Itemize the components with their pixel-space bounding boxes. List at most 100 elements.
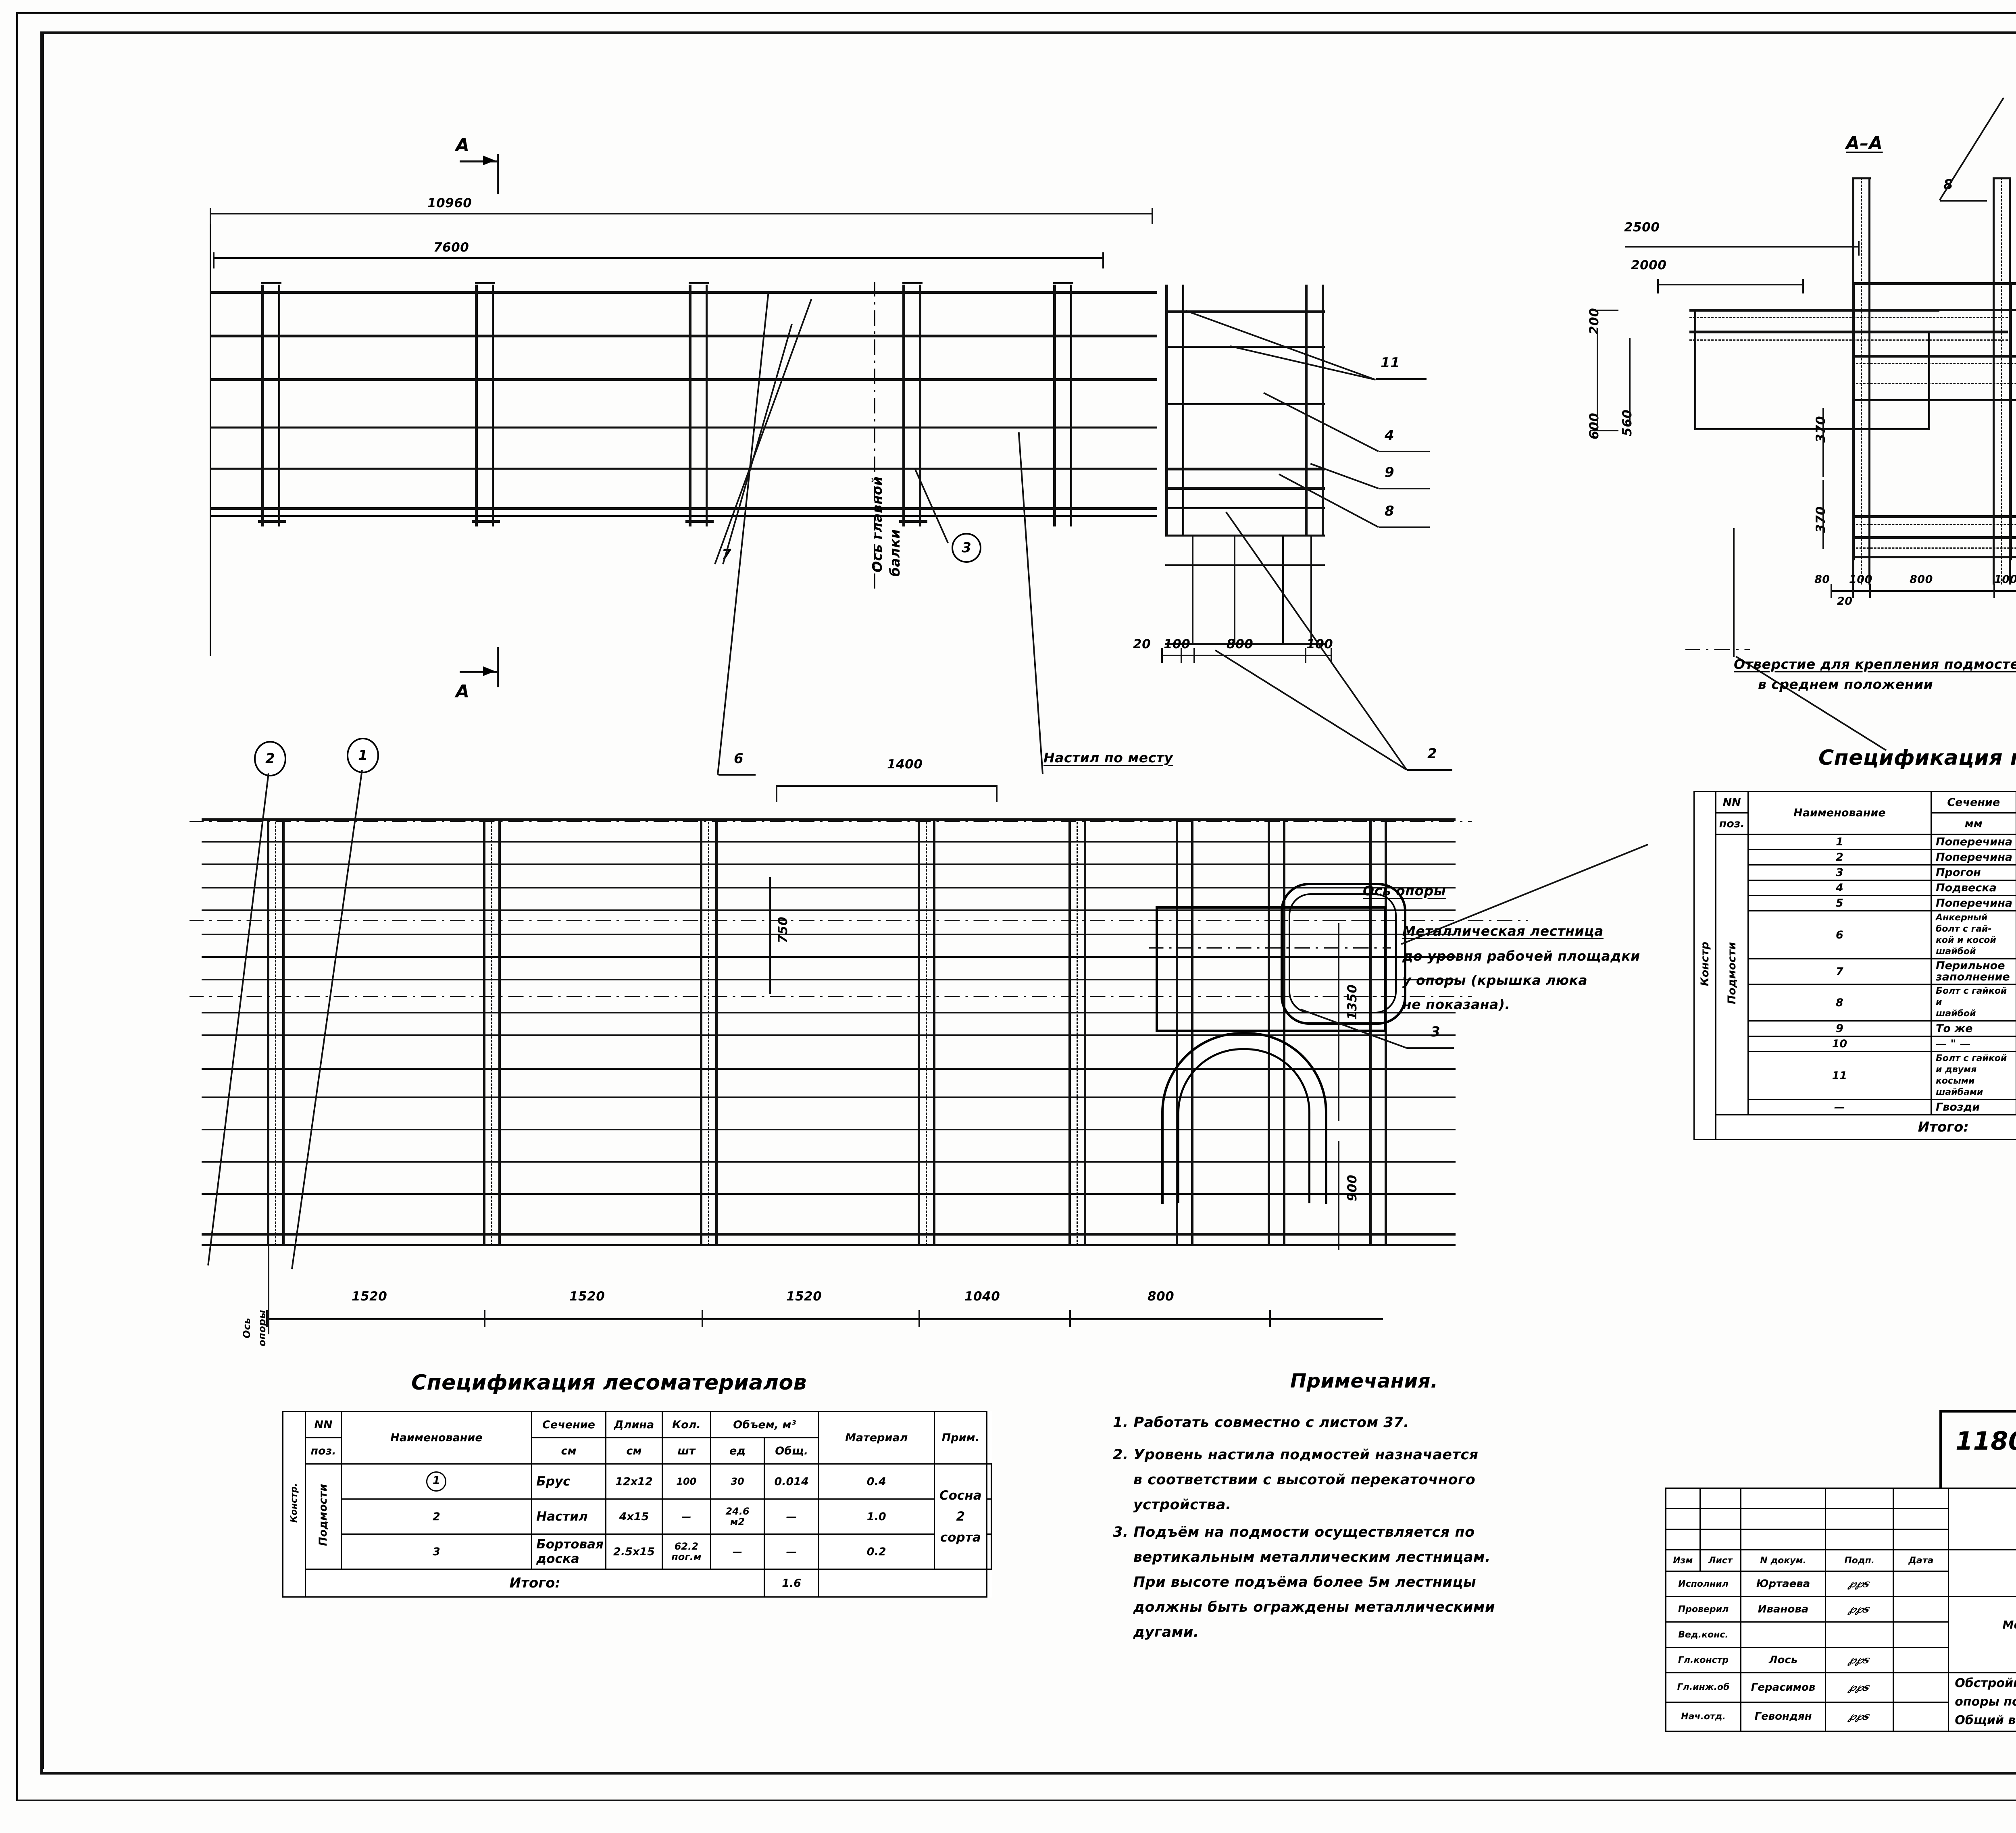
section-dim-200-top xyxy=(1590,310,1618,311)
metal-cell-name: То же xyxy=(1931,1020,2016,1037)
lumber-total-label: Итого: xyxy=(305,1569,765,1598)
tb-list xyxy=(1699,1488,1742,1509)
lumber-cell-name: Брус xyxy=(531,1463,606,1500)
binding-edge xyxy=(40,31,44,1769)
section-dim-2500-tick xyxy=(1858,241,1860,256)
plan-callout-2: 2 xyxy=(1427,746,1437,762)
plan-note-ladder-line3: у опоры (крышка люка xyxy=(1402,972,1588,988)
section-girder-top-dash xyxy=(1689,317,2008,318)
plan-note-deck: Настил по месту xyxy=(1043,750,1173,766)
metal-cell-pos: 11 xyxy=(1747,1051,1932,1100)
tb-rev-cell xyxy=(1740,1529,1826,1550)
section-girder-bottom xyxy=(1694,428,1928,430)
elevation-callout-4-bar xyxy=(1379,451,1430,452)
plan-support-axis-line xyxy=(1331,920,1379,921)
plan-dim-750: 750 xyxy=(776,916,790,943)
elevation-bottom-dim-t5 xyxy=(1331,648,1332,663)
plan-bottom-tick-0 xyxy=(266,1310,268,1327)
tb-role-name: Герасимов xyxy=(1740,1672,1826,1703)
metal-cell-pos: 1 xyxy=(1747,834,1932,850)
signature-mark: ℘℘ѕ xyxy=(1847,1710,1872,1723)
elevation-post-base-4 xyxy=(899,520,927,523)
plan-note-ladder-line2: до уровня рабочей площадки xyxy=(1402,948,1640,964)
tb-role-row: Нач.отд.Гевондян℘℘ѕ xyxy=(1665,1701,2016,1732)
tb-role-date xyxy=(1893,1701,1949,1732)
section-bottom-dim-80: 80 xyxy=(1814,573,1830,586)
notes-title: Примечания. xyxy=(1290,1370,1438,1392)
plan-callout-3: 3 xyxy=(1431,1024,1441,1040)
lumber-cell-note xyxy=(986,1533,992,1570)
section-mast-l-cap xyxy=(1852,177,1871,179)
metal-cell-name: Поперечина xyxy=(1931,849,2016,866)
metal-side-group-text: Подмости xyxy=(1725,942,1738,1005)
section-bottom-tick-4 xyxy=(1993,584,1995,598)
tb-rev-cell xyxy=(1699,1508,1742,1530)
section-girder-web-bottom xyxy=(1689,331,2008,333)
elevation-post-base-2 xyxy=(472,520,500,523)
section-mast-r-outer xyxy=(1993,177,1995,585)
lumber-total-row: Итого:1.6 xyxy=(283,1569,991,1598)
metal-cell-pos: — xyxy=(1747,1099,1932,1115)
plan-callout-3-bar xyxy=(1407,1047,1454,1049)
metal-cell-name: Поперечина xyxy=(1931,834,2016,850)
section-dim-600: 600 xyxy=(1587,412,1602,439)
metal-cell-pos: 4 xyxy=(1747,880,1932,896)
lumber-hdr-length-unit: см xyxy=(605,1437,663,1465)
section-scaffold-deck xyxy=(1852,309,2016,311)
elevation-bottom-dim-t1 xyxy=(1161,648,1163,663)
section-mark-a-top: A xyxy=(456,135,470,156)
lumber-hdr-volume-unit: ед xyxy=(710,1437,765,1465)
plan-deck-l2 xyxy=(202,863,1456,865)
tb-role-signature: ℘℘ѕ xyxy=(1825,1672,1894,1703)
metal-table-row: 3ПрогонС14130002160.0320 xyxy=(1694,864,2016,881)
plan-bottom-dim-1520b: 1520 xyxy=(569,1289,605,1304)
lumber-cell-vol-unit: 0.014 xyxy=(764,1463,819,1500)
section-dim-2500-line xyxy=(1625,246,1859,248)
lumber-hdr-name: Наименование xyxy=(340,1411,533,1465)
lumber-spec-title: Спецификация лесоматериалов xyxy=(411,1371,807,1395)
sheet-outer-frame xyxy=(16,12,2016,1801)
section-scaffold-dash-b xyxy=(1852,383,2016,384)
plan-deck-l8 xyxy=(202,1012,1456,1013)
elevation-bottom-dim-t2 xyxy=(1181,648,1182,663)
tb-role-label: Гл.констр xyxy=(1665,1647,1742,1673)
section-scaffold-mid xyxy=(1852,399,2016,401)
section-dim-200: 200 xyxy=(1587,308,1602,335)
tb-rev-cell xyxy=(1893,1508,1949,1530)
section-dim-560: 560 xyxy=(1620,409,1635,436)
metal-table-row: 2ПоперечинаС144700457.8231 xyxy=(1694,849,2016,866)
metal-header-row-2: поз.ммммштед.общ. xyxy=(1694,812,2016,835)
tb-rev-cell xyxy=(1825,1529,1894,1550)
section-dim-370-lower: 370 xyxy=(1814,506,1828,533)
tb-role-label: Вед.конс. xyxy=(1665,1621,1742,1648)
plan-deck-l3 xyxy=(202,887,1456,888)
lumber-hdr-qty-unit: шт xyxy=(661,1437,711,1465)
tb-role-date xyxy=(1893,1596,1949,1623)
lumber-cell-section: 2.5x15 xyxy=(605,1533,663,1570)
metal-table-row: Подмости1ПоперечинаС144700757.8405ВСт3 п… xyxy=(1694,834,2016,1115)
metal-cell-pos: 8 xyxy=(1747,984,1932,1022)
metal-hdr-section: Сечение xyxy=(1931,791,2016,814)
tb-role-label: Гл.инж.об xyxy=(1665,1672,1742,1703)
tb-role-date xyxy=(1893,1647,1949,1673)
lumber-hdr-volume: Объем, м³ xyxy=(710,1411,819,1438)
metal-table-row: 4ПодвескаL100x100x813904817.0816 xyxy=(1694,880,2016,896)
plan-bottom-dim-1520a: 1520 xyxy=(352,1289,387,1304)
metal-cell-pos: 2 xyxy=(1747,849,1932,866)
circled-position: 1 xyxy=(426,1471,447,1492)
plan-callout-6-bar xyxy=(719,774,756,776)
plan-axis-left-label-1: Ось xyxy=(241,1317,252,1338)
elevation-bottom-dim-800: 800 xyxy=(1227,637,1254,651)
elevation-rail-top xyxy=(210,291,1157,294)
section-dim-600-line xyxy=(1597,331,1598,431)
tb-rev-header-2: N докум. xyxy=(1740,1549,1826,1572)
tb-role-signature: ℘℘ѕ xyxy=(1825,1596,1894,1623)
elevation-dim-10960: 10960 xyxy=(427,196,472,210)
lumber-hdr-note: Прим. xyxy=(933,1411,987,1465)
section-scaffold-bot-2 xyxy=(1852,536,2016,539)
elevation-bottom-dim-t3 xyxy=(1193,648,1195,663)
